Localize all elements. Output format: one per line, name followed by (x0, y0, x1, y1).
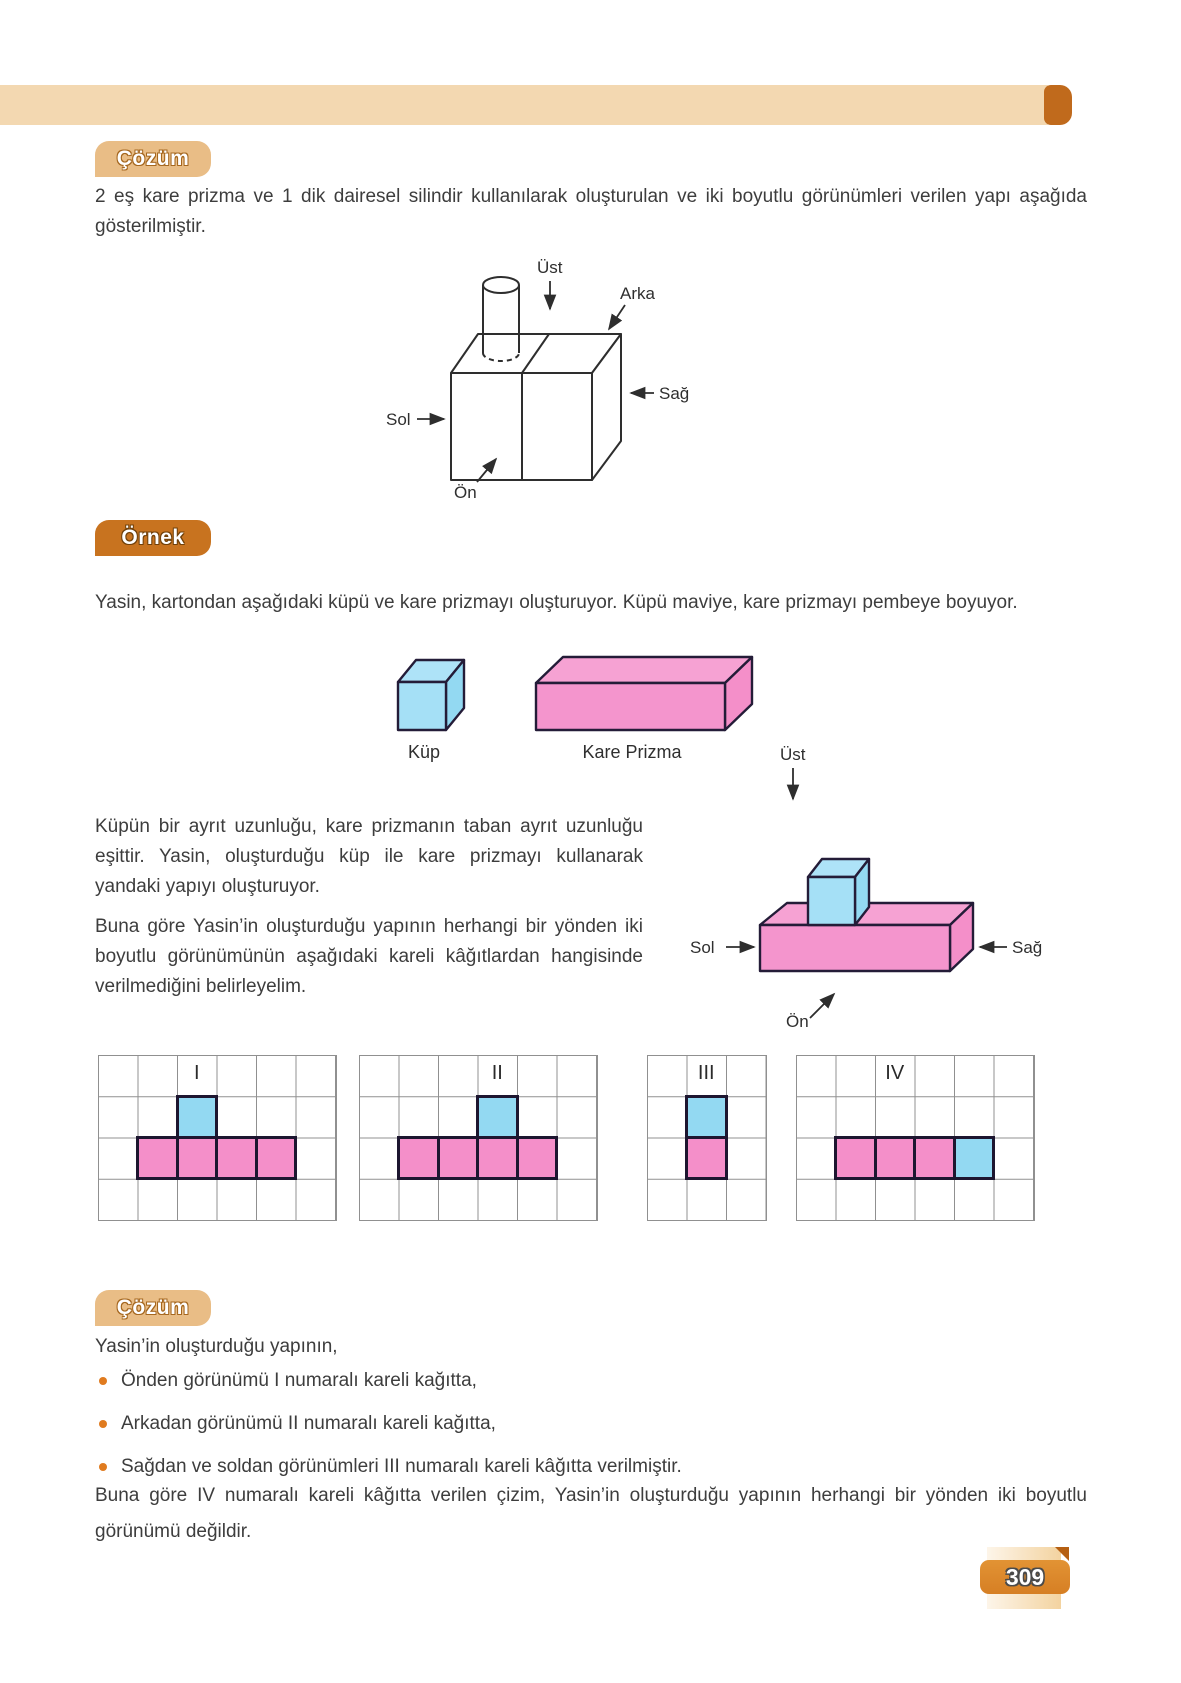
arrow-front (809, 992, 836, 1019)
bullet-item: Sağdan ve soldan görünümleri III numaral… (97, 1452, 1087, 1482)
cylinder-sides (482, 285, 520, 353)
diagram1-arrows (417, 281, 654, 483)
example-intro: Yasin, kartondan aşağıdaki küpü ve kare … (95, 592, 1018, 613)
page-number-badge: 309 (980, 1560, 1070, 1594)
structure-prism-front (758, 923, 952, 973)
prism-label: Kare Prizma (582, 742, 682, 762)
squared-grid-2: II (359, 1055, 598, 1221)
grid-cell-pink (913, 1136, 956, 1181)
grid-cell-pink (397, 1136, 440, 1181)
grid-label: III (697, 1062, 715, 1084)
diagram2-label-right: Sağ (1012, 938, 1042, 957)
example-badge-label: Örnek (121, 526, 185, 549)
bullet-text: Önden görünümü I numaralı kareli kağıtta… (121, 1370, 477, 1391)
grid-cell-pink (873, 1136, 916, 1181)
solution1-paragraph: 2 eş kare prizma ve 1 dik dairesel silin… (95, 186, 1087, 237)
bullet-dot-icon (99, 1420, 107, 1428)
solution2-intro: Yasin’in oluşturduğu yapının, (95, 1336, 338, 1357)
structure-diagram-prisms-cylinder: Üst Arka Sağ Sol Ön (386, 258, 689, 502)
solution-badge-1-label: Çözüm (116, 147, 190, 170)
grid-cell-pink (175, 1136, 218, 1181)
header-bar-cap (1044, 85, 1072, 125)
cylinder-top-ellipse (482, 276, 520, 294)
bullet-text: Sağdan ve soldan görünümleri III numaral… (121, 1456, 682, 1477)
grid-cell-blue (685, 1094, 728, 1139)
bullet-dot-icon (99, 1377, 107, 1385)
grid-cell-pink (254, 1136, 297, 1181)
diagram1-label-back: Arka (620, 284, 656, 303)
diagram1-label-right: Sağ (659, 384, 689, 403)
squared-grid-3: III (647, 1055, 767, 1221)
diagram1-label-front: Ön (454, 483, 477, 502)
arrow-back (608, 304, 626, 331)
example-paragraph-1: Küpün bir ayrıt uzunluğu, kare prizmanın… (95, 816, 643, 897)
grid-label: IV (885, 1062, 905, 1084)
box-top-divider (521, 333, 550, 374)
squared-grid-1: I (98, 1055, 337, 1221)
cylinder-base-dashed (482, 352, 520, 362)
arrow-front (476, 457, 498, 483)
structure-cube-front (806, 875, 857, 927)
bullet-item: Önden görünümü I numaralı kareli kağıtta… (97, 1366, 1087, 1396)
header-bar (0, 85, 1048, 125)
grid-label: I (193, 1062, 200, 1084)
grid-cell-pink (834, 1136, 877, 1181)
grid-cell-pink (436, 1136, 479, 1181)
prism-top-face (534, 655, 754, 685)
example-badge: Örnek (95, 520, 211, 556)
grid-cell-blue (952, 1136, 995, 1181)
grid-cell-pink (685, 1136, 728, 1181)
solution-badge-1: Çözüm (95, 141, 211, 177)
diagram2-arrows (726, 768, 1007, 1019)
diagram1-label-left: Sol (386, 410, 411, 429)
grid-cell-pink (476, 1136, 519, 1181)
page-number-ribbon-fold (1055, 1547, 1069, 1561)
grid-cell-pink (515, 1136, 558, 1181)
solution-badge-2-label: Çözüm (116, 1296, 190, 1319)
cube-front-face (396, 680, 448, 732)
diagram2-label-left: Sol (690, 938, 715, 957)
example-paragraph-2: Buna göre Yasin’in oluşturduğu yapının h… (95, 916, 643, 997)
diagram2-label-top: Üst (780, 745, 806, 764)
cube-shape (396, 658, 466, 732)
prism-shape (534, 655, 754, 732)
solution-badge-2: Çözüm (95, 1290, 211, 1326)
double-prism-box (450, 333, 622, 481)
bullet-dot-icon (99, 1463, 107, 1471)
diagram2-label-front: Ön (786, 1012, 809, 1031)
diagram1-label-top: Üst (537, 258, 563, 277)
grid-label: II (491, 1062, 503, 1084)
grid-cell-pink (136, 1136, 179, 1181)
cube-label: Küp (407, 742, 441, 762)
solution2-bullet-list: Önden görünümü I numaralı kareli kağıtta… (97, 1366, 1087, 1495)
solution2-conclusion: Buna göre IV numaralı kareli kâğıtta ver… (95, 1485, 1087, 1542)
grid-cell-blue (476, 1094, 519, 1139)
prism-front-face (534, 681, 727, 732)
cylinder-shape (482, 276, 520, 362)
structure-diagram-cube-on-prism: Üst Sol Sağ Ön (690, 745, 1042, 1031)
page-number: 309 (1005, 1563, 1045, 1590)
squared-grid-4: IV (796, 1055, 1035, 1221)
bullet-text: Arkadan görünümü II numaralı kareli kağı… (121, 1413, 496, 1434)
structure-cube (806, 857, 871, 927)
cube-and-prism-pieces (396, 655, 754, 732)
structure-prism (758, 901, 975, 973)
grid-cell-pink (215, 1136, 258, 1181)
bullet-item: Arkadan görünümü II numaralı kareli kağı… (97, 1409, 1087, 1439)
grid-cell-blue (175, 1094, 218, 1139)
